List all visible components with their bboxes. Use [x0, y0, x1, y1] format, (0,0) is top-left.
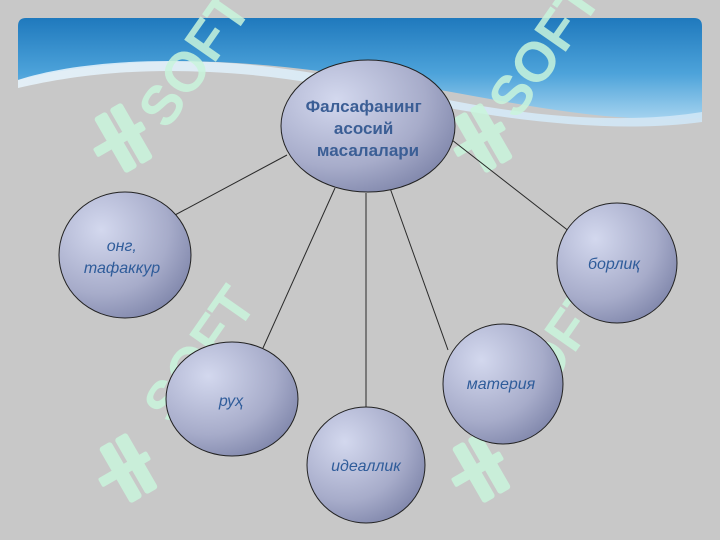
node-idealism: идеаллик: [306, 406, 426, 524]
node-borliq-label: борлиқ: [588, 256, 641, 273]
center-title-line-2: асосий: [334, 119, 393, 138]
svg-text:Фалсафанинг асосий: Фалсафанинг асосий масалалари: [306, 97, 427, 160]
connector-group: [174, 139, 571, 408]
node-ruh: руҳ: [165, 341, 299, 457]
watermark-logo-icon: [98, 433, 158, 503]
node-ong: онг, тафаккур: [58, 191, 192, 319]
center-title-line-1: Фалсафанинг: [306, 97, 422, 116]
node-borliq: борлиқ: [556, 202, 678, 324]
watermark-logo-icon: [453, 103, 513, 173]
center-node: Фалсафанинг асосий масалалари: [280, 59, 456, 193]
node-ruh-label: руҳ: [218, 393, 244, 410]
node-materiya: материя: [442, 323, 564, 445]
node-idealism-label: идеаллик: [331, 458, 402, 475]
watermark-logo-icon: [451, 433, 511, 503]
svg-text:онг, тафаккур: онг, тафаккур: [84, 238, 160, 277]
node-materiya-label: материя: [467, 376, 536, 393]
center-title-line-3: масалалари: [317, 141, 419, 160]
connector-ruh: [262, 187, 336, 349]
watermark-logo-icon: [93, 103, 153, 173]
connector-borliq: [451, 139, 571, 233]
connector-ong: [174, 154, 288, 216]
connector-materiya: [389, 187, 449, 351]
node-ong-label-line-1: онг,: [107, 238, 137, 255]
node-ong-label-line-2: тафаккур: [84, 260, 160, 277]
